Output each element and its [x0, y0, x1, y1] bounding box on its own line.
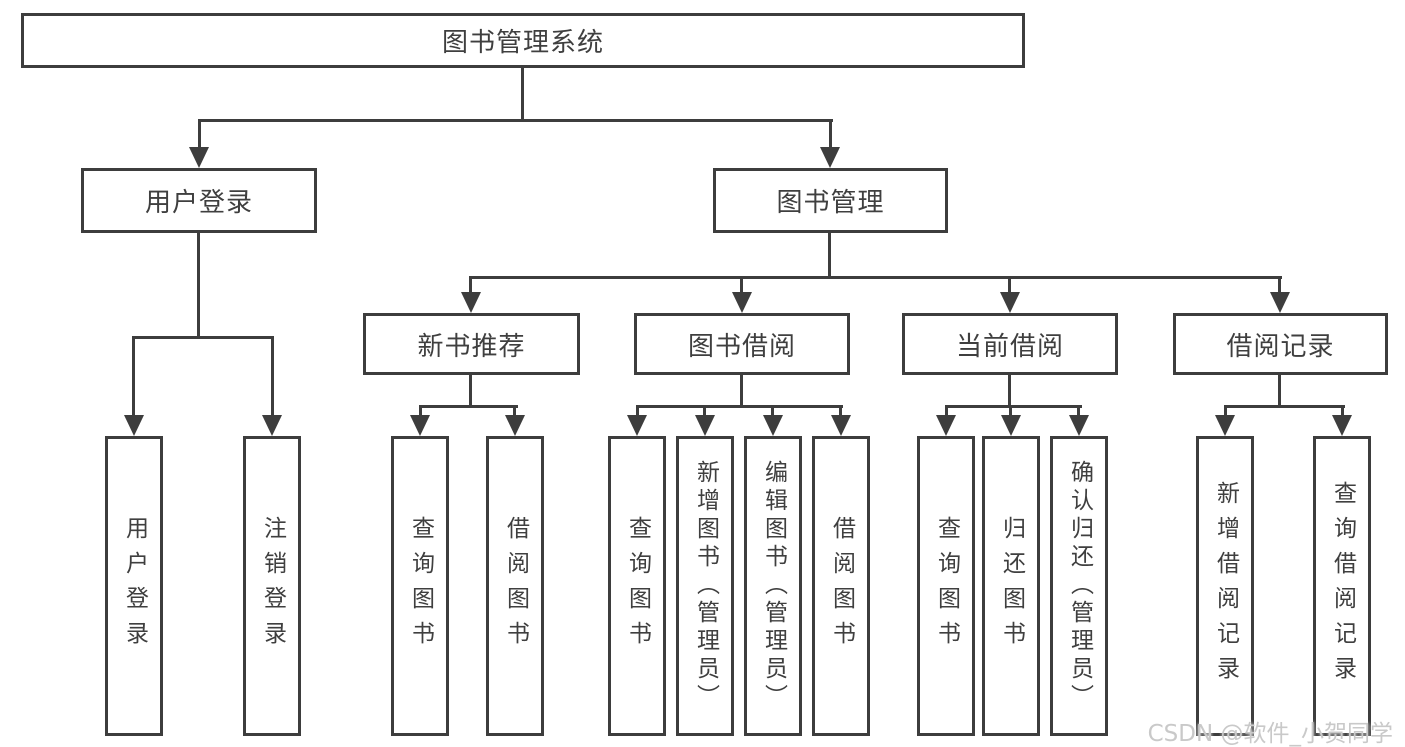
connector-line — [132, 336, 135, 418]
node-label: 新增图书（管理员） — [692, 460, 719, 712]
leaf-add-borrow-record: 新增借阅记录 — [1196, 436, 1254, 736]
node-current-borrowing: 当前借阅 — [902, 313, 1118, 375]
connector-line — [945, 405, 1082, 408]
node-library-management-system: 图书管理系统 — [21, 13, 1025, 68]
leaf-borrow-book-recommend: 借阅图书 — [486, 436, 544, 736]
arrow-down-icon — [505, 415, 525, 436]
node-label: 编辑图书（管理员） — [760, 460, 787, 712]
connector-line — [521, 68, 524, 121]
arrow-down-icon — [1000, 292, 1020, 313]
arrow-down-icon — [124, 415, 144, 436]
arrow-down-icon — [189, 147, 209, 168]
node-label: 查询图书 — [407, 516, 434, 656]
connector-line — [703, 405, 706, 419]
arrow-down-icon — [1270, 292, 1290, 313]
connector-line — [740, 276, 743, 296]
node-label: 借阅记录 — [1226, 331, 1335, 362]
leaf-query-book-recommend: 查询图书 — [391, 436, 449, 736]
connector-line — [740, 375, 743, 408]
node-label: 查询图书 — [933, 516, 960, 656]
leaf-return-book: 归还图书 — [982, 436, 1040, 736]
node-label: 归还图书 — [998, 516, 1025, 656]
arrow-down-icon — [831, 415, 851, 436]
connector-line — [271, 336, 274, 418]
connector-line — [945, 405, 948, 419]
arrow-down-icon — [627, 415, 647, 436]
node-label: 用户登录 — [144, 188, 253, 218]
node-label: 图书借阅 — [687, 331, 796, 362]
node-label: 确认归还（管理员） — [1066, 460, 1093, 712]
connector-line — [469, 276, 1282, 279]
connector-line — [132, 336, 274, 339]
node-label: 当前借阅 — [955, 331, 1064, 362]
arrow-down-icon — [695, 415, 715, 436]
node-label: 图书管理 — [776, 188, 885, 218]
connector-line — [1009, 405, 1012, 419]
node-label: 借阅图书 — [828, 516, 855, 656]
connector-line — [636, 405, 639, 419]
arrow-down-icon — [410, 415, 430, 436]
node-label: 注销登录 — [259, 516, 286, 656]
arrow-down-icon — [1332, 415, 1352, 436]
arrow-down-icon — [1069, 415, 1089, 436]
node-label: 图书管理系统 — [441, 28, 604, 58]
node-book-borrowing: 图书借阅 — [634, 313, 850, 375]
watermark: CSDN @软件_小贺同学 — [1147, 721, 1393, 747]
node-label: 新增借阅记录 — [1212, 481, 1239, 691]
arrow-down-icon — [763, 415, 783, 436]
connector-line — [197, 233, 200, 339]
connector-line — [1008, 276, 1011, 296]
connector-line — [469, 375, 472, 408]
connector-line — [419, 405, 422, 419]
node-user-login: 用户登录 — [81, 168, 317, 233]
node-label: 新书推荐 — [417, 331, 526, 362]
connector-line — [636, 405, 843, 408]
connector-line — [771, 405, 774, 419]
connector-line — [198, 119, 833, 122]
node-borrow-records: 借阅记录 — [1173, 313, 1388, 375]
node-label: 借阅图书 — [502, 516, 529, 656]
arrow-down-icon — [1001, 415, 1021, 436]
arrow-down-icon — [262, 415, 282, 436]
leaf-query-borrow-record: 查询借阅记录 — [1313, 436, 1371, 736]
node-book-management: 图书管理 — [713, 168, 948, 233]
leaf-user-login: 用户登录 — [105, 436, 163, 736]
connector-line — [1278, 375, 1281, 408]
connector-line — [419, 405, 518, 408]
arrow-down-icon — [936, 415, 956, 436]
connector-line — [839, 405, 842, 419]
arrow-down-icon — [461, 292, 481, 313]
node-label: 查询借阅记录 — [1329, 481, 1356, 691]
connector-line — [1077, 405, 1080, 419]
leaf-confirm-return-admin: 确认归还（管理员） — [1050, 436, 1108, 736]
leaf-add-book-admin: 新增图书（管理员） — [676, 436, 734, 736]
connector-line — [829, 119, 832, 150]
arrow-down-icon — [820, 147, 840, 168]
leaf-edit-book-admin: 编辑图书（管理员） — [744, 436, 802, 736]
connector-line — [1224, 405, 1227, 419]
leaf-query-book-current: 查询图书 — [917, 436, 975, 736]
connector-line — [513, 405, 516, 419]
leaf-query-book-borrowing: 查询图书 — [608, 436, 666, 736]
leaf-logout: 注销登录 — [243, 436, 301, 736]
connector-line — [828, 233, 831, 279]
connector-line — [469, 276, 472, 296]
connector-line — [1224, 405, 1345, 408]
connector-line — [1341, 405, 1344, 419]
connector-line — [1008, 375, 1011, 408]
arrow-down-icon — [732, 292, 752, 313]
node-new-book-recommend: 新书推荐 — [363, 313, 580, 375]
node-label: 查询图书 — [624, 516, 651, 656]
leaf-borrow-book: 借阅图书 — [812, 436, 870, 736]
connector-line — [1278, 276, 1281, 296]
node-label: 用户登录 — [121, 516, 148, 656]
connector-line — [198, 119, 201, 150]
arrow-down-icon — [1215, 415, 1235, 436]
